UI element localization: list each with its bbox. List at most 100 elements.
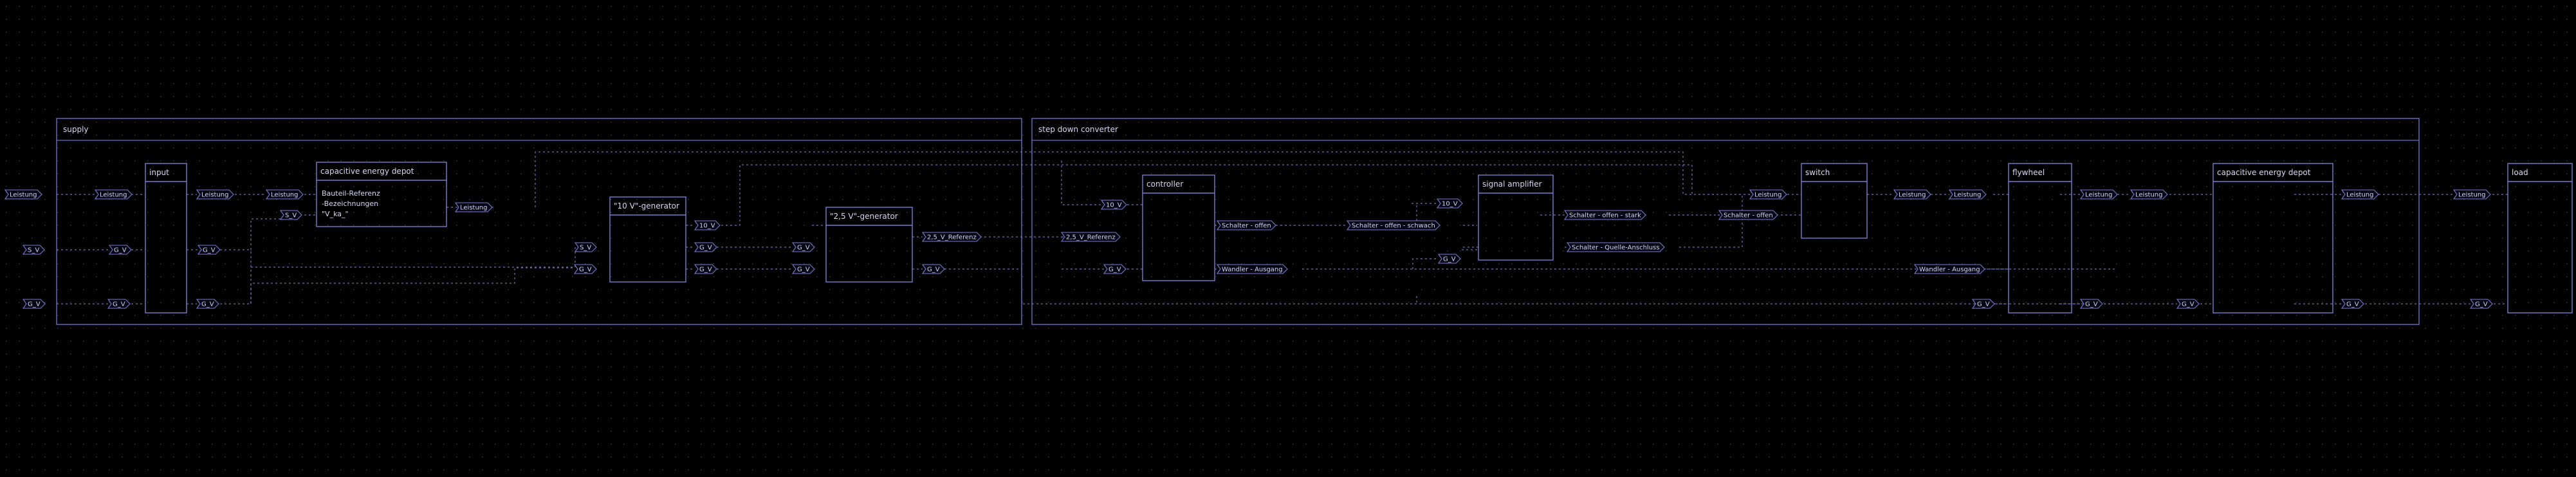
block-2-5v-generator[interactable]: "2,5 V"-generator	[825, 207, 913, 283]
port-tag-v10[interactable]: 10_V	[1100, 200, 1127, 210]
block-flywheel[interactable]: flywheel	[2008, 163, 2072, 313]
port-tag-g-v[interactable]: G_V	[921, 264, 945, 274]
port-tag-label: G_V	[699, 267, 712, 274]
port-tag-leistung[interactable]: Leistung	[94, 189, 133, 200]
block-cap-depot-1-note-1: Bauteil-Referenz	[322, 189, 380, 198]
port-tag-g-v[interactable]: G_V	[573, 264, 597, 274]
port-tag-label: G_V	[114, 247, 127, 254]
port-tag-leistung[interactable]: Leistung	[454, 202, 493, 212]
port-tag-label: G_V	[2182, 301, 2194, 308]
port-tag-wandler-ausgang[interactable]: Wandler - Ausgang	[1216, 264, 1288, 274]
port-tag-label: G_V	[1109, 267, 1121, 274]
port-tag-leistung[interactable]: Leistung	[2452, 189, 2491, 200]
port-tag-label: Schalter - offen - schwach	[1352, 223, 1435, 230]
block-2-5v-generator-title: "2,5 V"-generator	[830, 212, 898, 221]
port-tag-leistung[interactable]: Leistung	[1749, 189, 1787, 200]
group-step-down-converter[interactable]: step down converter	[1031, 118, 2420, 325]
port-tag-label: G_V	[699, 245, 712, 252]
port-tag-label: G_V	[2085, 301, 2098, 308]
port-tag-s-v[interactable]: S_V	[22, 245, 45, 255]
port-tag-v25-ref[interactable]: 2,5_V_Referenz	[1060, 232, 1121, 242]
port-tag-g-v[interactable]: G_V	[694, 242, 717, 252]
port-tag-v10[interactable]: 10_V	[694, 220, 721, 230]
block-signal-amplifier[interactable]: signal amplifier	[1478, 174, 1554, 261]
port-tag-label: Leistung	[1954, 192, 1981, 199]
port-tag-schalter-quelle[interactable]: Schalter - Quelle-Anschluss	[1566, 242, 1665, 252]
port-tag-label: Schalter - offen	[1222, 223, 1271, 230]
port-tag-schalter-offen-schwach[interactable]: Schalter - offen - schwach	[1346, 220, 1440, 230]
port-tag-wandler-ausgang[interactable]: Wandler - Ausgang	[1913, 264, 1985, 274]
port-tag-leistung[interactable]: Leistung	[196, 189, 234, 200]
port-tag-label: Leistung	[460, 205, 487, 212]
port-tag-s-v[interactable]: S_V	[279, 210, 302, 220]
block-load[interactable]: load	[2507, 163, 2573, 313]
block-cap-depot-1-title: capacitive energy depot	[320, 167, 414, 176]
port-tag-label: S_V	[28, 247, 39, 254]
port-tag-label: 10_V	[1442, 201, 1458, 208]
port-tag-leistung[interactable]: Leistung	[2079, 189, 2118, 200]
port-tag-g-v[interactable]: G_V	[108, 245, 132, 255]
port-tag-label: Schalter - offen	[1724, 212, 1773, 220]
port-tag-label: G_V	[2346, 301, 2359, 308]
port-tag-leistung[interactable]: Leistung	[1948, 189, 1987, 200]
port-tag-label: S_V	[580, 245, 591, 252]
port-tag-label: Leistung	[2346, 192, 2373, 199]
port-tag-g-v[interactable]: G_V	[22, 299, 46, 309]
port-tag-leistung[interactable]: Leistung	[2130, 189, 2168, 200]
block-10v-generator-title: "10 V"-generator	[614, 201, 679, 210]
port-tag-label: G_V	[797, 245, 810, 252]
port-tag-g-v[interactable]: G_V	[2079, 299, 2103, 309]
port-tag-g-v[interactable]: G_V	[107, 299, 131, 309]
port-tag-label: G_V	[203, 247, 216, 254]
port-tag-v25-ref[interactable]: 2,5_V_Referenz	[921, 232, 982, 242]
port-tag-label: Schalter - Quelle-Anschluss	[1572, 245, 1659, 252]
port-tag-label: G_V	[113, 301, 125, 308]
port-tag-label: Leistung	[10, 192, 37, 199]
block-flywheel-title: flywheel	[2012, 168, 2045, 177]
block-switch[interactable]: switch	[1801, 163, 1868, 239]
group-supply[interactable]: supply	[56, 118, 1022, 325]
port-tag-g-v[interactable]: G_V	[2176, 299, 2200, 309]
block-capacitive-energy-depot-2[interactable]: capacitive energy depot	[2213, 163, 2333, 313]
port-tag-s-v[interactable]: S_V	[574, 242, 597, 252]
block-signal-amplifier-title: signal amplifier	[1482, 180, 1542, 189]
port-tag-schalter-offen[interactable]: Schalter - offen	[1718, 210, 1778, 220]
block-capacitive-energy-depot-1[interactable]: capacitive energy depot Bauteil-Referenz…	[316, 162, 447, 227]
port-tag-g-v[interactable]: G_V	[1971, 299, 1995, 309]
port-tag-leistung[interactable]: Leistung	[4, 189, 42, 200]
port-tag-label: G_V	[2475, 301, 2488, 308]
block-cap-depot-2-title: capacitive energy depot	[2217, 168, 2311, 177]
port-tag-label: G_V	[927, 267, 940, 274]
port-tag-label: G_V	[579, 267, 592, 274]
block-cap-depot-1-note-2: -Bezeichnungen	[322, 200, 378, 208]
block-input[interactable]: input	[145, 163, 187, 313]
port-tag-label: Schalter - offen - stark	[1569, 212, 1641, 220]
port-tag-schalter-offen[interactable]: Schalter - offen	[1216, 220, 1276, 230]
port-tag-g-v[interactable]: G_V	[791, 264, 815, 274]
port-tag-v10[interactable]: 10_V	[1436, 198, 1463, 209]
port-tag-label: S_V	[285, 212, 297, 220]
port-tag-leistung[interactable]: Leistung	[1893, 189, 1931, 200]
port-tag-leistung[interactable]: Leistung	[2341, 189, 2379, 200]
block-10v-generator[interactable]: "10 V"-generator	[609, 196, 686, 283]
port-tag-g-v[interactable]: G_V	[791, 242, 815, 252]
port-tag-g-v[interactable]: G_V	[2341, 299, 2364, 309]
port-tag-g-v[interactable]: G_V	[1437, 254, 1461, 264]
port-tag-g-v[interactable]: G_V	[1103, 264, 1127, 274]
block-switch-title: switch	[1805, 168, 1830, 177]
port-tag-g-v[interactable]: G_V	[2469, 299, 2493, 309]
block-cap-depot-1-note-3: "V_ka_"	[322, 210, 349, 218]
port-tag-g-v[interactable]: G_V	[196, 299, 219, 309]
port-tag-label: Leistung	[201, 192, 228, 199]
block-controller[interactable]: controller	[1142, 174, 1215, 281]
block-load-title: load	[2512, 168, 2528, 177]
block-controller-title: controller	[1146, 180, 1183, 189]
port-tag-schalter-offen-stark[interactable]: Schalter - offen - stark	[1563, 210, 1646, 220]
port-tag-label: Leistung	[2458, 192, 2485, 199]
port-tag-label: Leistung	[1899, 192, 1926, 199]
port-tag-g-v[interactable]: G_V	[694, 264, 717, 274]
port-tag-g-v[interactable]: G_V	[197, 245, 221, 255]
port-tag-leistung[interactable]: Leistung	[265, 189, 304, 200]
